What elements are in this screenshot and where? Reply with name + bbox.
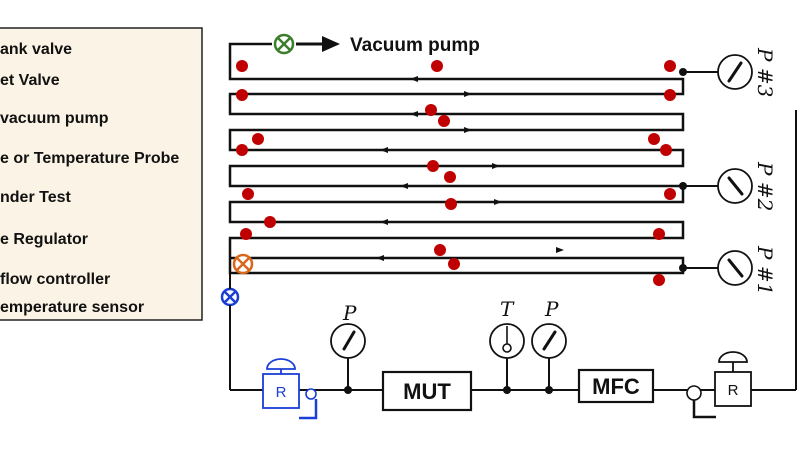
sensor-dot bbox=[264, 216, 276, 228]
regulator-blue: R bbox=[262, 358, 318, 420]
pressure-gauge-icon bbox=[717, 168, 753, 204]
sensor-dot bbox=[240, 228, 252, 240]
temperature-sensors bbox=[236, 60, 676, 286]
serpentine-pipe bbox=[228, 42, 685, 275]
arrow-right-icon bbox=[494, 199, 502, 205]
regulator-label: R bbox=[276, 384, 287, 401]
vacuum-pump-outlet: Vacuum pump bbox=[296, 35, 480, 56]
regulator-icon bbox=[262, 373, 300, 409]
sensor-dot bbox=[431, 60, 443, 72]
sensor-dot bbox=[236, 60, 248, 72]
sensor-dot bbox=[445, 198, 457, 210]
mfc-label: MFC bbox=[592, 374, 640, 399]
mut-label: MUT bbox=[403, 379, 451, 404]
sensor-dot bbox=[242, 188, 254, 200]
sensor-dot bbox=[427, 160, 439, 172]
arrow-left-icon bbox=[400, 183, 408, 189]
gauge-label-p2: P #2 bbox=[753, 161, 777, 211]
legend: ank valve et Valve vacuum pump e or Temp… bbox=[0, 27, 203, 321]
arrow-right-icon bbox=[556, 247, 564, 253]
gauge-p-main: P bbox=[330, 301, 366, 394]
legend-box bbox=[0, 27, 203, 321]
pressure-gauge-icon bbox=[717, 250, 753, 286]
gauge-label-p: P bbox=[544, 297, 559, 321]
flow-arrows bbox=[376, 76, 564, 261]
mut-box: MUT bbox=[381, 370, 473, 412]
sensor-dot bbox=[653, 274, 665, 286]
legend-item: ank valve bbox=[0, 41, 72, 58]
legend-item: et Valve bbox=[0, 72, 60, 89]
sensor-dot bbox=[648, 133, 660, 145]
sensor-dot bbox=[664, 89, 676, 101]
probe-label-t: T bbox=[500, 297, 515, 321]
legend-item: e or Temperature Probe bbox=[0, 150, 179, 167]
legend-item: vacuum pump bbox=[0, 110, 109, 127]
gauge-label-p1: P #1 bbox=[753, 245, 777, 295]
sensor-dot bbox=[236, 144, 248, 156]
regulator-black: R bbox=[686, 351, 752, 419]
gauge-p2-group: P #2 bbox=[679, 161, 777, 211]
pressure-gauge-icon bbox=[717, 54, 753, 90]
vacuum-pump-label: Vacuum pump bbox=[350, 35, 480, 56]
arrow-left-icon bbox=[410, 76, 418, 82]
legend-item: e Regulator bbox=[0, 231, 88, 248]
regulator-icon bbox=[714, 371, 752, 407]
arrow-right-icon bbox=[492, 163, 500, 169]
orange-valve-icon bbox=[232, 253, 254, 275]
sensor-dot bbox=[664, 188, 676, 200]
gauge-p-second: P bbox=[531, 297, 567, 394]
sensor-dot bbox=[236, 89, 248, 101]
arrow-left-icon bbox=[376, 255, 384, 261]
arrow-left-icon bbox=[410, 111, 418, 117]
sensor-dot bbox=[653, 228, 665, 240]
legend-item: emperature sensor bbox=[0, 299, 144, 316]
legend-item: flow controller bbox=[0, 271, 110, 288]
arrow-right-icon bbox=[464, 91, 472, 97]
mfc-box: MFC bbox=[577, 368, 655, 404]
gauge-label-p: P bbox=[342, 301, 357, 325]
arrow-left-icon bbox=[380, 147, 388, 153]
gauge-label-p3: P #3 bbox=[753, 47, 777, 97]
sensor-dot bbox=[252, 133, 264, 145]
sensor-dot bbox=[448, 258, 460, 270]
sensor-dot bbox=[444, 171, 456, 183]
sensor-dot bbox=[438, 115, 450, 127]
arrow-right-icon bbox=[464, 127, 472, 133]
legend-item: nder Test bbox=[0, 189, 72, 206]
gauge-p1-group: P #1 bbox=[679, 245, 777, 295]
arrow-right-icon bbox=[322, 36, 340, 52]
sensor-dot bbox=[434, 244, 446, 256]
arrow-left-icon bbox=[380, 219, 388, 225]
sensor-dot bbox=[664, 60, 676, 72]
sensor-dot bbox=[425, 104, 437, 116]
temperature-probe: T bbox=[489, 297, 525, 394]
gauge-p3-group: P #3 bbox=[679, 47, 777, 97]
regulator-label: R bbox=[728, 382, 739, 399]
green-valve-icon bbox=[273, 33, 295, 55]
blue-valve-icon bbox=[220, 287, 240, 307]
sensor-dot bbox=[660, 144, 672, 156]
